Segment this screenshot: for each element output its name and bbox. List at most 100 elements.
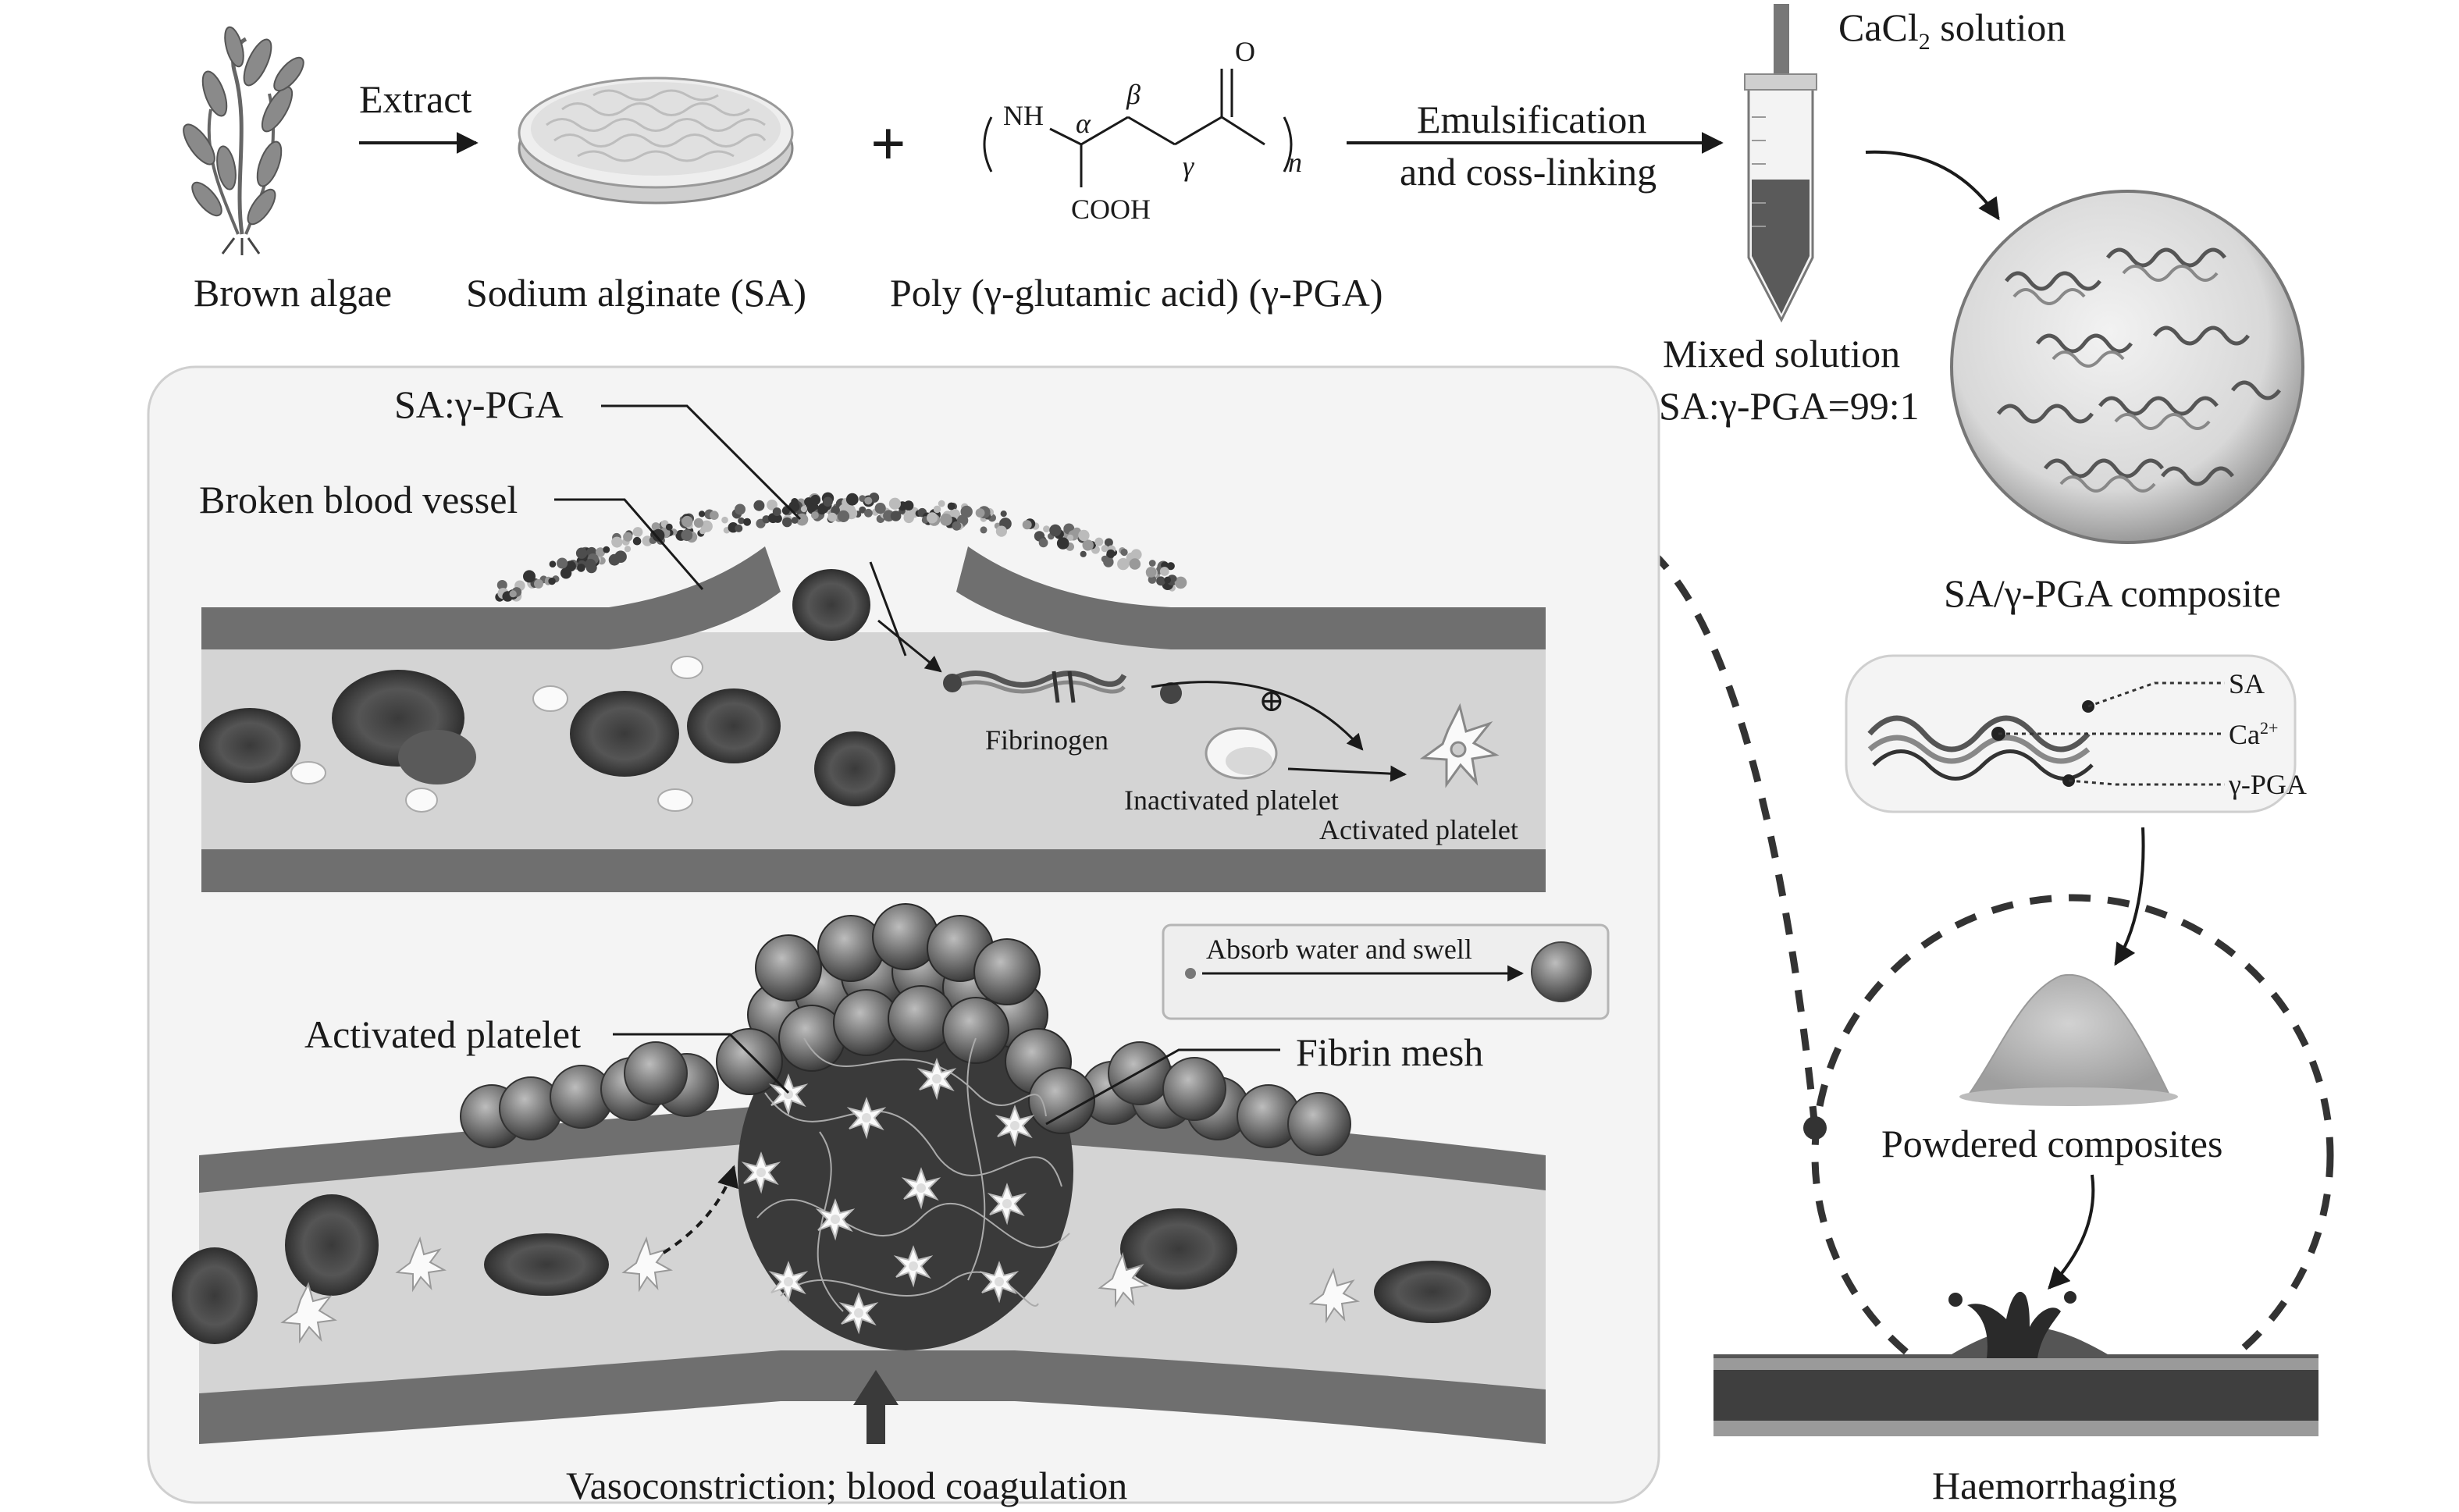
sa-pga-particle [767,500,778,511]
sa-pga-particle [735,524,743,532]
upper-rbcs [199,569,895,813]
sa-pga-particle [509,590,517,598]
sa-pga-particle [975,508,985,518]
sa-pga-particle [623,532,633,542]
alpha-label: α [1076,108,1091,139]
sa-pga-particle [874,503,886,514]
sa-pga-particle [523,570,536,583]
sa-pga-particle [1129,558,1141,570]
sa-pga-particle [665,523,673,531]
clot-activated-platelet [838,1292,879,1335]
clot-activated-platelet [995,1105,1035,1147]
sa-pga-particle [1120,548,1128,557]
activated-platelet-leader-line [613,1033,790,1094]
sa-pga-particle [782,517,792,528]
sa-pga-particle [1174,576,1187,589]
right-bracket [1283,116,1293,173]
swollen-bead [1108,1041,1172,1105]
bead-to-fibrinogen-line [869,561,907,656]
sa-pga-particle [1056,537,1069,550]
fibrinogen-label: Fibrinogen [985,724,1109,756]
clot-bead [755,934,822,1001]
clot-activated-platelet [846,1097,887,1140]
swollen-bead [1162,1057,1226,1121]
sa-pga-leader-line [601,404,802,521]
sa-pga-particle [693,518,704,528]
legend-ca-label: Ca2+ [2229,720,2278,749]
sa-pga-particle [837,510,850,523]
sa-pga-particle [575,547,588,559]
sa-pga-particle [1106,549,1116,558]
cacl2-subscript: 2 [1918,29,1931,55]
sa-pga-particle [1000,511,1007,518]
sa-pga-particle [1166,562,1175,571]
platelet-migration-arrow [662,1165,738,1254]
sa-pga-particle [681,529,693,542]
sa-pga-particle [632,536,642,546]
emulsification-line1: Emulsification [1417,98,1647,141]
crosslink-legend-box [1845,654,2297,813]
sa-pga-particle [1094,537,1104,546]
sa-pga-particle [864,496,873,505]
sa-pga-particle [810,494,821,506]
emulsification-line2: and coss-linking [1400,150,1657,194]
clot-bead [973,938,1041,1005]
pga-label: Poly (γ-glutamic acid) (γ-PGA) [890,271,1383,315]
sa-pga-particle [534,578,543,589]
blood-clot [716,903,1095,1350]
swollen-beads [460,1041,1351,1156]
cooh-label: COOH [1071,194,1151,225]
sa-pga-label: SA:γ-PGA [394,382,564,426]
tube-to-composite-arrow [1865,150,2000,221]
sa-pga-particle [1156,576,1165,586]
legend-ca-prefix: Ca [2229,719,2260,750]
cacl2-suffix: solution [1930,5,2066,49]
sa-pga-particle [735,503,746,515]
sa-pga-particle [652,528,665,542]
clot-activated-platelet [979,1261,1020,1304]
absorb-legend-box [1162,923,1610,1020]
mixed-solution-line2: SA:γ-PGA=99:1 [1659,384,1920,428]
gamma-label: γ [1183,151,1194,182]
sa-pga-particle [1080,550,1087,557]
sa-pga-particle [1082,539,1094,551]
fibrin-mesh-leader-line [1045,1048,1280,1126]
clot-activated-platelet [815,1198,856,1241]
brown-algae-label: Brown algae [194,271,393,315]
sa-pga-particle [1022,520,1032,530]
sa-pga-particle [859,495,867,502]
left-bracket [983,116,993,173]
powder-pile [1959,973,2178,1106]
sa-pga-particle [1117,557,1130,571]
clot-bead [888,985,955,1052]
sa-pga-particle [710,511,719,520]
fibrinogen-to-activated-arrow [1151,681,1364,751]
sa-pga-particle [1038,538,1048,548]
sa-pga-particle [1101,545,1109,553]
sa-pga-particle [603,546,610,553]
sa-pga-particle [699,528,706,535]
sa-pga-particle [980,526,988,534]
inactivated-platelet-label: Inactivated platelet [1124,784,1339,816]
sa-pga-particle [927,512,938,524]
sa-pga-particle [611,536,623,548]
broken-vessel-leader-line [554,498,704,590]
legend-to-powder-arrow [2114,827,2145,966]
sa-pga-particle [859,506,867,514]
activated-platelet-lower-label: Activated platelet [304,1012,582,1056]
swollen-bead [624,1041,688,1105]
clot-activated-platelet [893,1245,934,1288]
sa-pga-particle [1049,524,1062,537]
vasoconstriction-label: Vasoconstriction; blood coagulation [566,1464,1128,1507]
sa-pga-particle [772,507,781,517]
sa-pga-particle [823,496,833,507]
sa-pga-particle [952,521,962,531]
cacl2-prefix: CaCl [1838,5,1919,49]
broken-vessel-label: Broken blood vessel [199,478,518,521]
sa-pga-particle [1164,576,1172,584]
brown-algae-illustration [183,26,304,255]
nh-label: NH [1003,100,1044,131]
sa-pga-particle [548,577,556,585]
sa-pga-particle [624,546,632,553]
sa-pga-particle [1159,567,1169,576]
